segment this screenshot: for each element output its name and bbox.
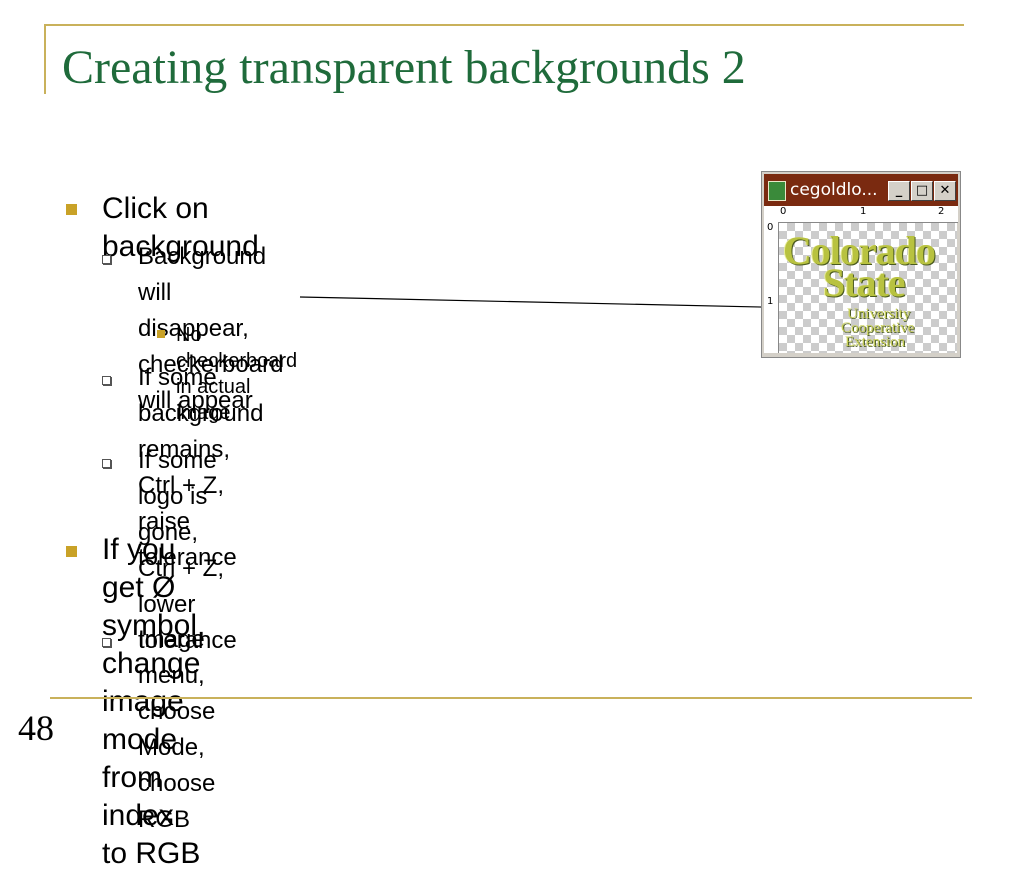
- bullet-line: If you get Ø symbol, change image: [102, 533, 206, 718]
- sub-bullet-marker: [102, 376, 111, 385]
- callout-arrow: [299, 296, 812, 312]
- sub-bullet-marker: [102, 255, 111, 264]
- bullet-text: Click on background: [102, 192, 259, 263]
- bullet-line: tolerance: [138, 627, 237, 654]
- vertical-ruler: 0 1: [764, 222, 779, 353]
- title-frame-top-rule: [44, 24, 964, 26]
- title-frame-left-rule: [44, 24, 46, 94]
- horizontal-ruler: 0 1 2: [764, 206, 958, 223]
- logo-word-cooperative: Cooperative: [841, 320, 915, 336]
- minimize-button[interactable]: _: [888, 181, 910, 201]
- logo-word-state: State: [823, 260, 906, 305]
- ruler-label: 0: [767, 222, 774, 233]
- bullet-line: will appear: [138, 387, 253, 414]
- logo-word-colorado: Colorado: [783, 228, 936, 273]
- callout-line: [299, 296, 807, 309]
- ruler-label: 1: [767, 296, 774, 307]
- image-file-icon: [768, 181, 786, 201]
- ruler-label: 2: [938, 206, 945, 217]
- logo-word-extension: Extension: [845, 334, 905, 350]
- page-number: 48: [18, 708, 54, 748]
- maximize-button[interactable]: □: [911, 181, 933, 201]
- ruler-label: 0: [780, 206, 787, 217]
- bullet-line: If some background remains, Ctrl + Z,: [138, 364, 264, 499]
- bullet-line: Background will disappear, checkerboard: [138, 243, 284, 378]
- image-window: cegoldlo... _ □ ✕ 0 1 2 0 1 Colorado Sta…: [761, 171, 961, 358]
- bullet-marker: [66, 546, 77, 557]
- bullet-level3: No checkerboard in actual image: [176, 322, 297, 426]
- sub-bullet-marker: [102, 638, 111, 647]
- bullet-level2: Background will disappear, checkerboard …: [138, 239, 283, 419]
- bullet-text: No checkerboard in actual image: [176, 324, 298, 424]
- bullet-level2: If some background remains, Ctrl + Z, ra…: [138, 360, 263, 576]
- sub-sub-bullet-marker: [157, 330, 165, 338]
- slide-title: Creating transparent backgrounds 2: [62, 41, 746, 94]
- ruler-label: 1: [860, 206, 867, 217]
- close-button[interactable]: ✕: [934, 181, 956, 201]
- sub-bullet-marker: [102, 459, 111, 468]
- bullet-level1: Click on background: [102, 190, 259, 266]
- bullet-marker: [66, 204, 77, 215]
- window-title: cegoldlo...: [790, 180, 878, 200]
- logo-word-university: University: [847, 306, 911, 322]
- window-titlebar[interactable]: cegoldlo... _ □ ✕: [764, 174, 958, 206]
- bullet-line: If some logo is gone, Ctrl + Z, lower: [138, 447, 225, 618]
- transparent-checkerboard-canvas[interactable]: Colorado State University Cooperative Ex…: [779, 223, 957, 353]
- bullet-line: raise tolerance: [138, 508, 237, 571]
- bullet-level2: If some logo is gone, Ctrl + Z, lower to…: [138, 443, 237, 659]
- footer-rule: [50, 697, 972, 699]
